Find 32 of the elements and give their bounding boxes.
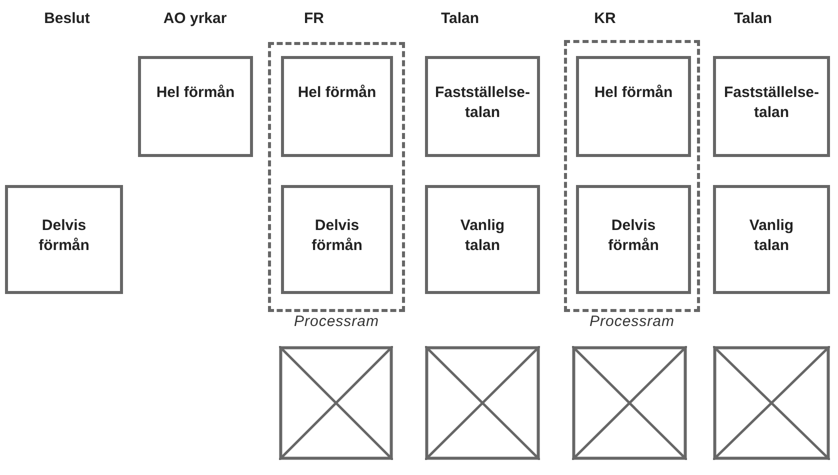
text-box <box>425 185 540 294</box>
text-box <box>138 56 253 157</box>
box-label: Fastställelse-talan <box>722 83 820 124</box>
text-box <box>713 56 830 157</box>
text-box <box>281 56 393 157</box>
column-header: Talan <box>734 10 772 27</box>
box-label: Vanlig talan <box>459 216 506 256</box>
crossed-box <box>572 346 687 460</box>
crossed-box <box>713 346 830 460</box>
box-label: Vanlig talan <box>748 216 795 256</box>
text-box <box>576 185 691 294</box>
text-box <box>576 56 691 157</box>
box-label: Delvis förmån <box>38 216 90 256</box>
crossed-box <box>279 346 393 460</box>
column-header: Beslut <box>44 10 90 27</box>
box-label: Hel förmån <box>593 83 674 103</box>
box-label: Fastställelse-talan <box>434 83 532 124</box>
frame-caption: Processram <box>292 313 380 330</box>
box-label: Hel förmån <box>155 83 236 103</box>
box-label: Delvis förmån <box>607 216 660 256</box>
box-label: Delvis förmån <box>310 216 364 256</box>
column-header: Talan <box>440 10 480 27</box>
frame-caption: Processram <box>588 313 676 330</box>
crossed-box <box>425 346 540 460</box>
text-box <box>5 185 123 294</box>
text-box <box>281 185 393 294</box>
column-header: FR <box>304 10 324 27</box>
text-box <box>713 185 830 294</box>
box-label: Hel förmån <box>296 83 378 103</box>
column-header: AO yrkar <box>163 10 227 27</box>
column-header: KR <box>594 10 616 27</box>
text-box <box>425 56 540 157</box>
